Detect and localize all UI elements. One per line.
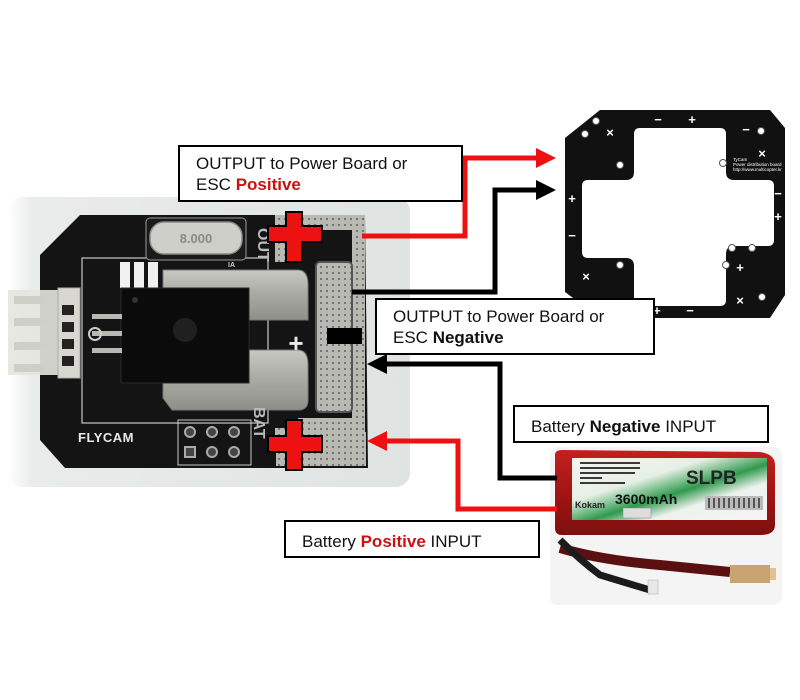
pin-header — [177, 419, 252, 466]
pdb-symbol: × — [582, 269, 590, 284]
chip-lead — [92, 314, 122, 319]
label-emphasis-positive: Positive — [235, 175, 301, 194]
crystal-oscillator: 8.000 — [145, 217, 247, 261]
negative-marker — [327, 328, 362, 344]
main-connector — [730, 565, 770, 583]
label-output-positive: OUTPUT to Power Board or ESC Positive — [178, 145, 463, 202]
label-text: Battery — [302, 532, 361, 551]
pdb-symbol: × — [758, 146, 766, 161]
pdb-symbol: + — [688, 112, 696, 127]
brand-flycam: FLYCAM — [78, 430, 134, 445]
label-emphasis-positive: Positive — [360, 532, 426, 551]
pdb-silk-line: http://www.multicopter.kr — [733, 167, 782, 172]
positive-marker-battery — [267, 419, 323, 471]
lipo-battery-photo: SLPB 3600mAh Kokam — [550, 447, 782, 605]
label-text: ESC — [196, 175, 236, 194]
hall-sensor-chip — [120, 287, 250, 384]
arrow-output-positive — [362, 148, 556, 239]
label-text: INPUT — [425, 532, 482, 551]
silk-out: OUT — [254, 228, 271, 262]
pdb-symbol: + — [736, 260, 744, 275]
battery-type: SLPB — [686, 468, 737, 489]
chip-lead — [92, 331, 122, 336]
label-line: OUTPUT to Power Board or — [196, 154, 408, 173]
arrow-battery-negative — [367, 354, 557, 481]
silk-pad — [120, 262, 130, 288]
label-battery-negative: Battery Negative INPUT — [513, 405, 769, 443]
main-connector-tip — [770, 568, 776, 580]
chip-mark: IA — [228, 262, 235, 269]
arrow-output-negative — [352, 180, 556, 295]
battery-sticker — [622, 507, 652, 519]
pdb-symbol: − — [568, 228, 576, 243]
power-distribution-board: − + × + − + − + × × × + − − — [565, 110, 785, 318]
label-line: ESC Positive — [196, 174, 461, 195]
current-sensor-photo: 8.000 OUT IA — [8, 197, 410, 487]
chip-lead — [92, 348, 122, 353]
battery-fine-print — [580, 462, 640, 484]
silk-ring — [88, 327, 102, 341]
pdb-silk-text: TyCam Power distribution board http://ww… — [733, 157, 782, 172]
label-line: ESC Negative — [393, 327, 653, 348]
arrow-battery-positive — [367, 431, 557, 512]
silk-pad — [134, 262, 144, 288]
pdb-symbol: × — [736, 293, 744, 308]
positive-marker-output — [267, 211, 323, 263]
label-line: OUTPUT to Power Board or — [393, 307, 605, 326]
chip-pin1-dot — [132, 297, 138, 303]
pdb-symbol: + — [568, 191, 576, 206]
chip-dimple — [173, 318, 197, 342]
pdb-symbol: + — [774, 209, 782, 224]
silk-plus: + — [288, 328, 303, 358]
label-emphasis-negative: Negative — [432, 328, 504, 347]
pdb-silk-line: Power distribution board — [733, 162, 782, 167]
pdb-symbol: − — [686, 303, 694, 318]
label-emphasis-negative: Negative — [589, 417, 661, 436]
battery-capacity: 3600mAh — [615, 491, 677, 507]
pdb-symbol: + — [653, 303, 661, 318]
silk-pad — [148, 262, 158, 288]
label-output-negative: OUTPUT to Power Board or ESC Negative — [375, 298, 655, 355]
pdb-symbol: × — [606, 125, 614, 140]
jst-connector — [8, 287, 81, 379]
pdb-silk-line: TyCam — [733, 157, 748, 162]
crystal-value: 8.000 — [180, 231, 213, 246]
battery-barcode — [705, 496, 763, 510]
battery-balance-wire — [557, 537, 652, 594]
pdb-symbol: − — [774, 186, 782, 201]
label-battery-positive: Battery Positive INPUT — [284, 520, 540, 558]
battery-brand: Kokam — [575, 500, 605, 510]
silk-bat: BAT — [250, 407, 267, 439]
balance-connector — [647, 579, 659, 595]
pdb-symbol: − — [742, 122, 750, 137]
label-text: Battery — [531, 417, 590, 436]
pdb-symbol: − — [654, 112, 662, 127]
label-text: ESC — [393, 328, 433, 347]
label-text: INPUT — [660, 417, 717, 436]
pdb-mounting-holes — [581, 117, 766, 301]
